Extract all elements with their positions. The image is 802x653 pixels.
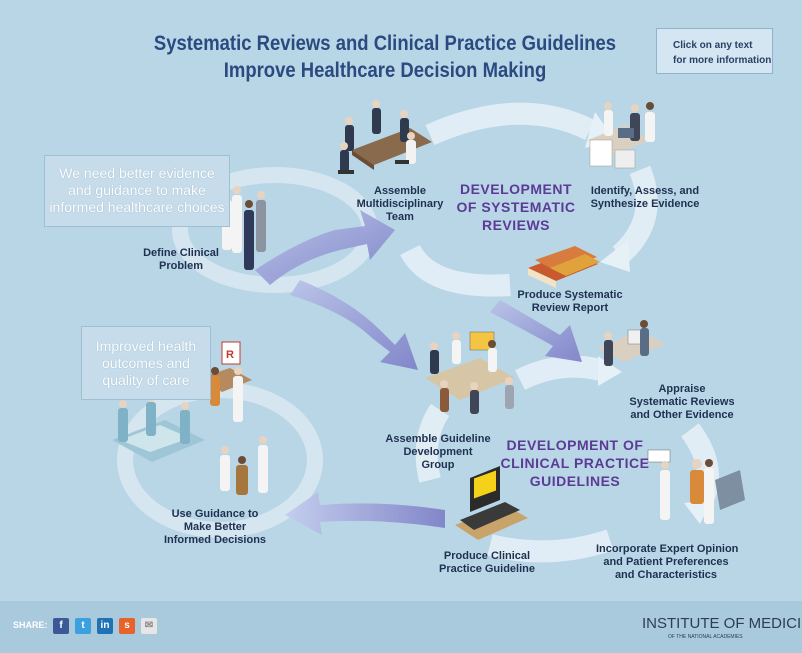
step-label-line: Systematic Reviews [629, 396, 735, 408]
step-label-line: Incorporate Expert Opinion [596, 543, 739, 555]
step-label-line: Practice Guideline [439, 563, 535, 575]
patient-consult-illustration [647, 449, 745, 524]
email-icon[interactable]: ✉ [141, 618, 157, 634]
hint-line-1: Click on any text [673, 40, 753, 51]
step-label-line: Define Clinical [143, 247, 219, 259]
hint-line-2: for more information [673, 55, 772, 66]
step-label-line: Produce Systematic [517, 289, 623, 301]
facebook-icon[interactable]: f [53, 618, 69, 634]
linkedin-icon[interactable]: in [97, 618, 113, 634]
flow-arrow-to-guideline-group [290, 280, 418, 370]
step-produce-review-report[interactable]: Produce Systematic Review Report [510, 289, 630, 315]
step-label-line: Synthesize Evidence [590, 198, 700, 210]
step-label-line: Make Better [183, 521, 247, 533]
report-books-illustration [528, 246, 600, 288]
evidence-desk-illustration [588, 102, 655, 169]
improved-outcomes-quote[interactable]: Improved health outcomes and quality of … [81, 326, 211, 400]
cycle-label-line: GUIDELINES [529, 473, 621, 489]
guideline-cycle-arrows [415, 355, 719, 563]
step-label-line: Problem [158, 260, 203, 272]
step-assemble-team[interactable]: Assemble Multidisciplinary Team [350, 185, 450, 224]
appraise-desk-illustration [598, 320, 665, 366]
step-produce-guideline[interactable]: Produce Clinical Practice Guideline [432, 550, 542, 576]
step-define-clinical-problem[interactable]: Define Clinical Problem [136, 247, 226, 273]
cycle-label-line: OF SYSTEMATIC [456, 199, 576, 215]
step-label-line: Review Report [531, 302, 609, 314]
page-title: Systematic Reviews and Clinical Practice… [152, 30, 618, 84]
quote-line: Improved health [95, 338, 197, 354]
quote-line: informed healthcare choices [49, 199, 225, 215]
step-label-line: Identify, Assess, and [590, 185, 700, 197]
quote-line: outcomes and [102, 355, 190, 371]
quote-line: We need better evidence [59, 165, 215, 181]
laptop-guideline-illustration [455, 466, 528, 540]
step-assemble-guideline-group[interactable]: Assemble Guideline Development Group [382, 433, 494, 472]
cycle-label-line: CLINICAL PRACTICE [500, 455, 650, 471]
twitter-icon[interactable]: t [75, 618, 91, 634]
step-label-line: and Other Evidence [630, 409, 734, 421]
org-name[interactable]: INSTITUTE OF MEDICINE [642, 615, 802, 632]
step-use-guidance[interactable]: Use Guidance to Make Better Informed Dec… [160, 508, 270, 547]
step-label-line: Development [403, 446, 473, 458]
quote-line: quality of care [102, 372, 190, 388]
cycle-arrowhead [598, 356, 622, 386]
prescription-scene-illustration: R [200, 341, 252, 422]
step-label-line: and Characteristics [614, 569, 718, 581]
quote-line: and guidance to make [68, 182, 206, 198]
guidelines-cycle-label[interactable]: DEVELOPMENT OF CLINICAL PRACTICE GUIDELI… [500, 436, 650, 490]
step-label-line: and Patient Preferences [603, 556, 729, 568]
step-label-line: Assemble [374, 185, 426, 197]
cycle-label-line: DEVELOPMENT OF [506, 437, 644, 453]
stumbleupon-icon[interactable]: s [119, 618, 135, 634]
team-meeting-illustration [338, 100, 432, 174]
guideline-group-illustration [425, 331, 515, 414]
step-label-line: Use Guidance to [171, 508, 259, 520]
step-label-line: Assemble Guideline [385, 433, 491, 445]
cycle-label-line: REVIEWS [481, 217, 551, 233]
step-identify-assess-synthesize[interactable]: Identify, Assess, and Synthesize Evidenc… [585, 185, 705, 211]
cycle-arrowhead [600, 240, 630, 272]
org-subtitle: OF THE NATIONAL ACADEMIES [668, 634, 743, 640]
share-label: SHARE: [13, 620, 48, 630]
step-label-line: Multidisciplinary [356, 198, 444, 210]
step-label-line: Appraise [658, 383, 706, 395]
step-label-line: Produce Clinical [443, 550, 531, 562]
flow-arrow-to-team [255, 210, 395, 285]
title-line-1: Systematic Reviews and Clinical Practice… [153, 32, 617, 55]
flow-arrow-to-use-guidance [285, 492, 445, 535]
click-hint-box[interactable]: Click on any text for more information [656, 28, 773, 74]
step-appraise-evidence[interactable]: Appraise Systematic Reviews and Other Ev… [626, 383, 738, 422]
svg-text:R: R [226, 349, 234, 361]
title-line-2: Improve Healthcare Decision Making [223, 59, 547, 82]
flow-arrow-to-appraise [490, 300, 582, 362]
evidence-need-quote[interactable]: We need better evidence and guidance to … [44, 155, 230, 227]
systematic-reviews-cycle-label[interactable]: DEVELOPMENT OF SYSTEMATIC REVIEWS [455, 180, 577, 234]
step-label-line: Informed Decisions [163, 534, 267, 546]
family-consult-illustration [220, 436, 268, 495]
step-incorporate-expert-opinion[interactable]: Incorporate Expert Opinion and Patient P… [596, 543, 739, 582]
step-label-line: Team [386, 211, 414, 223]
surgery-scene-illustration [112, 394, 205, 462]
step-label-line: Group [421, 459, 455, 471]
cycle-label-line: DEVELOPMENT [459, 181, 573, 197]
